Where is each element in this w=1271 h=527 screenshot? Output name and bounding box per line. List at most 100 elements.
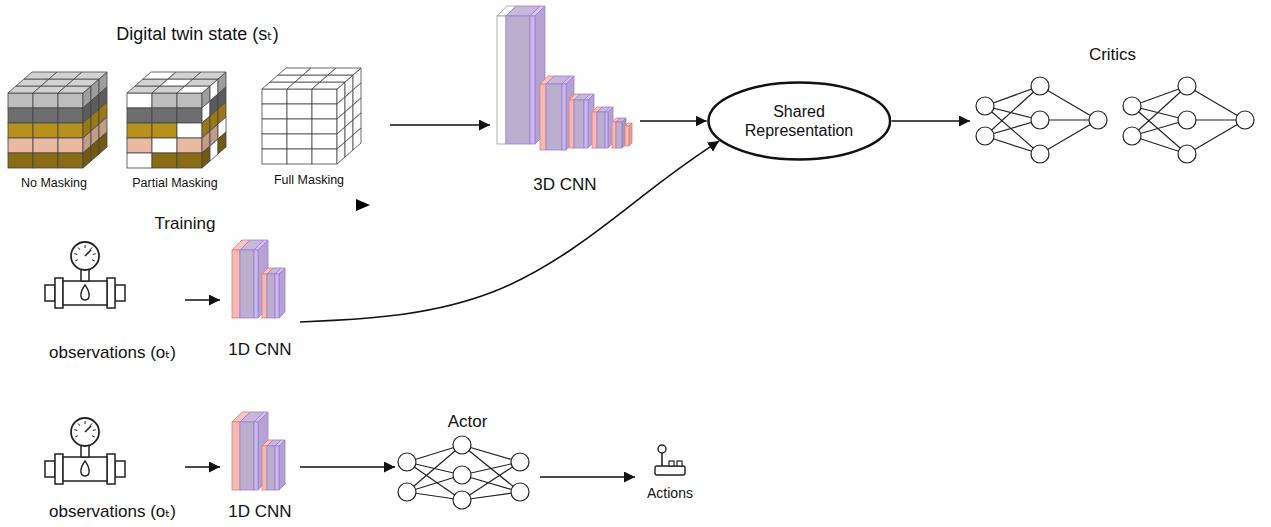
arrow-connector [390,124,490,126]
joystick-button [669,461,674,466]
cnn-layer [629,123,632,146]
voxel [328,68,361,75]
neuron [1089,111,1107,129]
action-output: Actions [635,440,705,502]
gauge-tick [75,436,78,437]
voxel [58,86,91,93]
voxel [262,119,287,134]
gauge-tick [75,260,78,261]
arrow-connector [640,120,707,122]
voxel [33,153,58,168]
cnn-layer [254,250,258,318]
cnn-layer [569,100,574,148]
neuron [1031,77,1049,95]
node-text: Actor [448,412,488,432]
voxel [177,138,202,153]
voxel [8,108,33,123]
joystick-stick [661,452,663,466]
voxel [210,139,218,161]
arrow-connector [300,141,719,322]
cnn-layer [584,100,588,148]
pipe-flange [107,278,115,308]
gauge-tick [93,429,96,431]
cnn-layer [267,274,275,318]
voxel [177,123,202,138]
voxel [127,153,152,168]
cnn-layer [267,446,275,490]
node-text: Digital twin state (sₜ) [116,24,278,46]
neuron [976,97,994,115]
cnn-layer [612,122,616,148]
voxel [345,135,353,157]
drop [81,285,89,300]
network-link [1132,106,1187,154]
cnn-layer [258,240,268,318]
voxel [193,72,226,79]
pipe-flange [55,454,63,484]
joystick-button [677,461,682,466]
pipe [45,285,55,301]
network-link [1132,86,1187,136]
voxel [202,146,210,168]
cnn-layer [546,84,562,150]
neuron [1178,77,1196,95]
voxel [262,149,287,164]
network-link [1187,120,1245,154]
voxel [127,108,152,123]
mask-label: Partial Masking [132,176,217,191]
voxel [320,75,353,82]
gauge-tick [74,253,77,255]
critic-networks: Critics [970,45,1255,170]
pipe [115,285,125,301]
voxel [66,79,99,86]
gauge-tick [78,247,80,249]
arrow-connector [185,466,220,468]
pipe [63,281,107,305]
cnn-layer [616,122,622,148]
arrowhead [356,199,370,211]
node-text: Shared Representation [734,102,864,140]
voxel [177,93,202,108]
voxel [312,89,337,104]
gauge-tick [92,436,95,437]
gauge-tick [93,253,96,255]
node-text: Actions [647,485,693,502]
voxel [8,153,33,168]
node-text: observations (oₜ) [49,502,176,522]
gauge-tick [85,421,86,424]
ellipse-shape [708,83,890,160]
voxel [287,134,312,149]
cnn-layer [232,422,240,490]
cnn-block: 1D CNN [220,235,300,360]
cnn-layer [254,422,258,490]
network-link [1040,86,1098,120]
voxel [58,108,83,123]
voxel [312,149,337,164]
voxel [312,119,337,134]
gauge-tick [78,423,80,425]
voxel [91,139,99,161]
voxel [58,93,83,108]
voxel [8,138,33,153]
neuron [453,491,471,509]
drop [81,461,89,476]
gauge-tick [90,423,92,425]
node-text: 1D CNN [228,340,291,360]
observation-sensor: observations (oₜ) [40,405,185,522]
cnn-block: 3D CNN [490,2,640,195]
neuron [398,483,416,501]
mask-label: Full Masking [274,173,344,188]
voxel [287,119,312,134]
voxel [353,128,361,150]
voxel [8,123,33,138]
cnn-layer [275,274,279,318]
arrow-connector [540,476,635,478]
pipe [45,461,55,477]
arrow-connector [185,299,220,301]
cnn-layer [574,100,584,148]
pipe [115,461,125,477]
pipe-flange [107,454,115,484]
voxel [127,138,152,153]
